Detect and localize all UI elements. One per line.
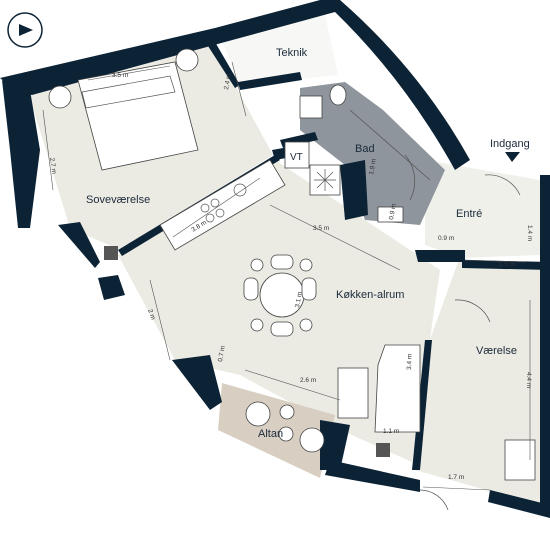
utility-box-icon (104, 246, 118, 260)
bed-icon (48, 48, 199, 171)
room-label-altan: Altan (258, 428, 283, 440)
dim-sofa: 3.4 m (406, 354, 414, 371)
dim-balcony-width: 2.6 m (300, 377, 316, 384)
dining-table-icon (243, 254, 317, 337)
dimension-lines (42, 61, 531, 491)
dim-bedroom-left: 2.7 m (48, 157, 57, 174)
dim-bath-height: 1.9 m (368, 158, 378, 175)
utility-box-icon (376, 443, 390, 457)
door-swing-icon (454, 299, 491, 323)
room-label-sovevaerelse: Soveværelse (86, 194, 150, 206)
dim-bed-width: 3.5 m (112, 72, 128, 79)
room-label-indgang: Indgang (490, 138, 530, 150)
dim-vaerelse-bottom: 1.7 m (448, 474, 464, 481)
dim-balcony-side: 0.7 m (217, 345, 227, 362)
door-swing-icon (484, 174, 521, 196)
dim-entre-bottom: 0.9 m (438, 235, 454, 242)
room-label-bad: Bad (355, 143, 375, 155)
room-label-kokken-alrum: Køkken-alrum (336, 289, 404, 301)
dim-entre-right: 1.4 m (526, 225, 533, 241)
dim-vaerelse-right: 4.4 m (525, 372, 532, 388)
vt-box (284, 141, 310, 169)
room-label-teknik: Teknik (276, 47, 308, 59)
dim-dining: 3.1 m (294, 291, 304, 308)
dim-bedroom-right: 2.4 m (223, 73, 233, 90)
dim-bath-small: 0.9 m (388, 203, 398, 220)
desk-icon (504, 439, 536, 481)
room-label-entre: Entré (456, 208, 482, 220)
vt-label: VT (290, 152, 303, 163)
room-label-vaerelse: Værelse (476, 345, 517, 357)
balcony-furniture-icon (245, 401, 325, 453)
dim-kitchen-top: 3.5 m (313, 225, 329, 232)
dim-vaerelse-top: 1.5 m (499, 261, 515, 268)
door-swing-icon (419, 489, 449, 511)
compass-icon (7, 12, 43, 48)
dim-corner: 1.1 m (383, 428, 399, 435)
bathroom-fixtures-icon (299, 84, 431, 223)
sofa-icon (337, 344, 421, 433)
ventilation-icon (309, 164, 341, 196)
entrance-arrow-icon (505, 152, 520, 162)
dim-left-wall: 2 m (146, 308, 156, 321)
door-swing-icon (404, 154, 416, 201)
